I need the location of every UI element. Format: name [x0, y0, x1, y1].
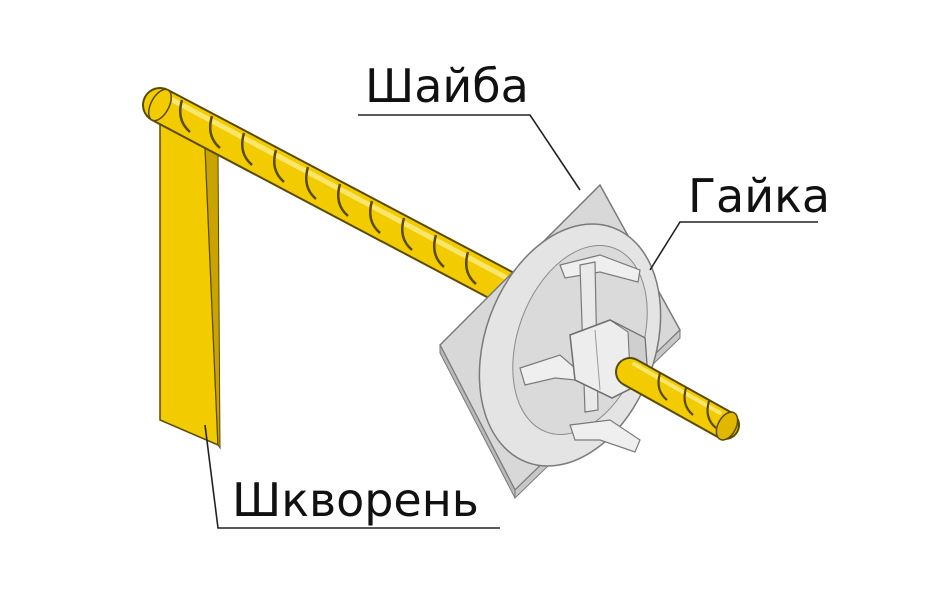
- threaded-rod-right: [615, 357, 740, 441]
- label-nut: Гайка: [688, 169, 830, 223]
- square-washer: [439, 183, 681, 500]
- threaded-rod-left: [142, 87, 528, 308]
- leader-lines: [204, 114, 818, 529]
- nut-leader: [649, 221, 818, 271]
- kingpin-bar: [159, 118, 221, 450]
- label-kingpin: Шкворень: [232, 473, 479, 527]
- label-washer: Шайба: [365, 59, 529, 113]
- kingpin-leader: [204, 424, 500, 529]
- washer-leader: [358, 114, 581, 191]
